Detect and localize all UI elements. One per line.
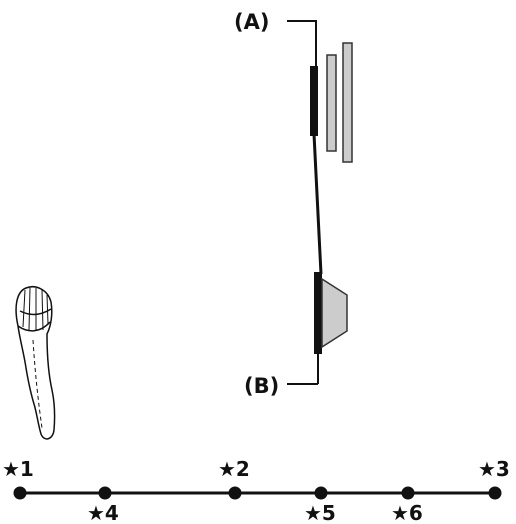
connector-line [312, 133, 323, 275]
scale-label-1: ★1 [2, 457, 34, 481]
scale-label-5: ★5 [304, 501, 336, 524]
remote-control-icon [15, 286, 56, 440]
callout-a-label: (A) [234, 10, 269, 34]
callout-a-leader [287, 20, 317, 66]
panel-short [326, 54, 337, 152]
distance-scale: ★1 ★4 ★2 ★5 ★6 ★3 [2, 457, 510, 524]
scale-point-2 [228, 486, 242, 500]
scale-point-6 [401, 486, 415, 500]
scale-point-3 [488, 486, 502, 500]
callout-b: (B) [244, 354, 319, 398]
panel-tall [342, 42, 353, 163]
callout-b-label: (B) [244, 374, 279, 398]
callout-a: (A) [234, 10, 317, 66]
scale-label-2: ★2 [218, 457, 250, 481]
scale-point-5 [314, 486, 328, 500]
bottom-bar [314, 272, 322, 354]
scale-label-3: ★3 [478, 457, 510, 481]
scale-label-4: ★4 [87, 501, 119, 524]
trapezoid-panel [321, 277, 348, 349]
top-bar [310, 66, 318, 136]
scale-point-4 [98, 486, 112, 500]
scale-label-6: ★6 [391, 501, 423, 524]
scale-point-1 [13, 486, 27, 500]
